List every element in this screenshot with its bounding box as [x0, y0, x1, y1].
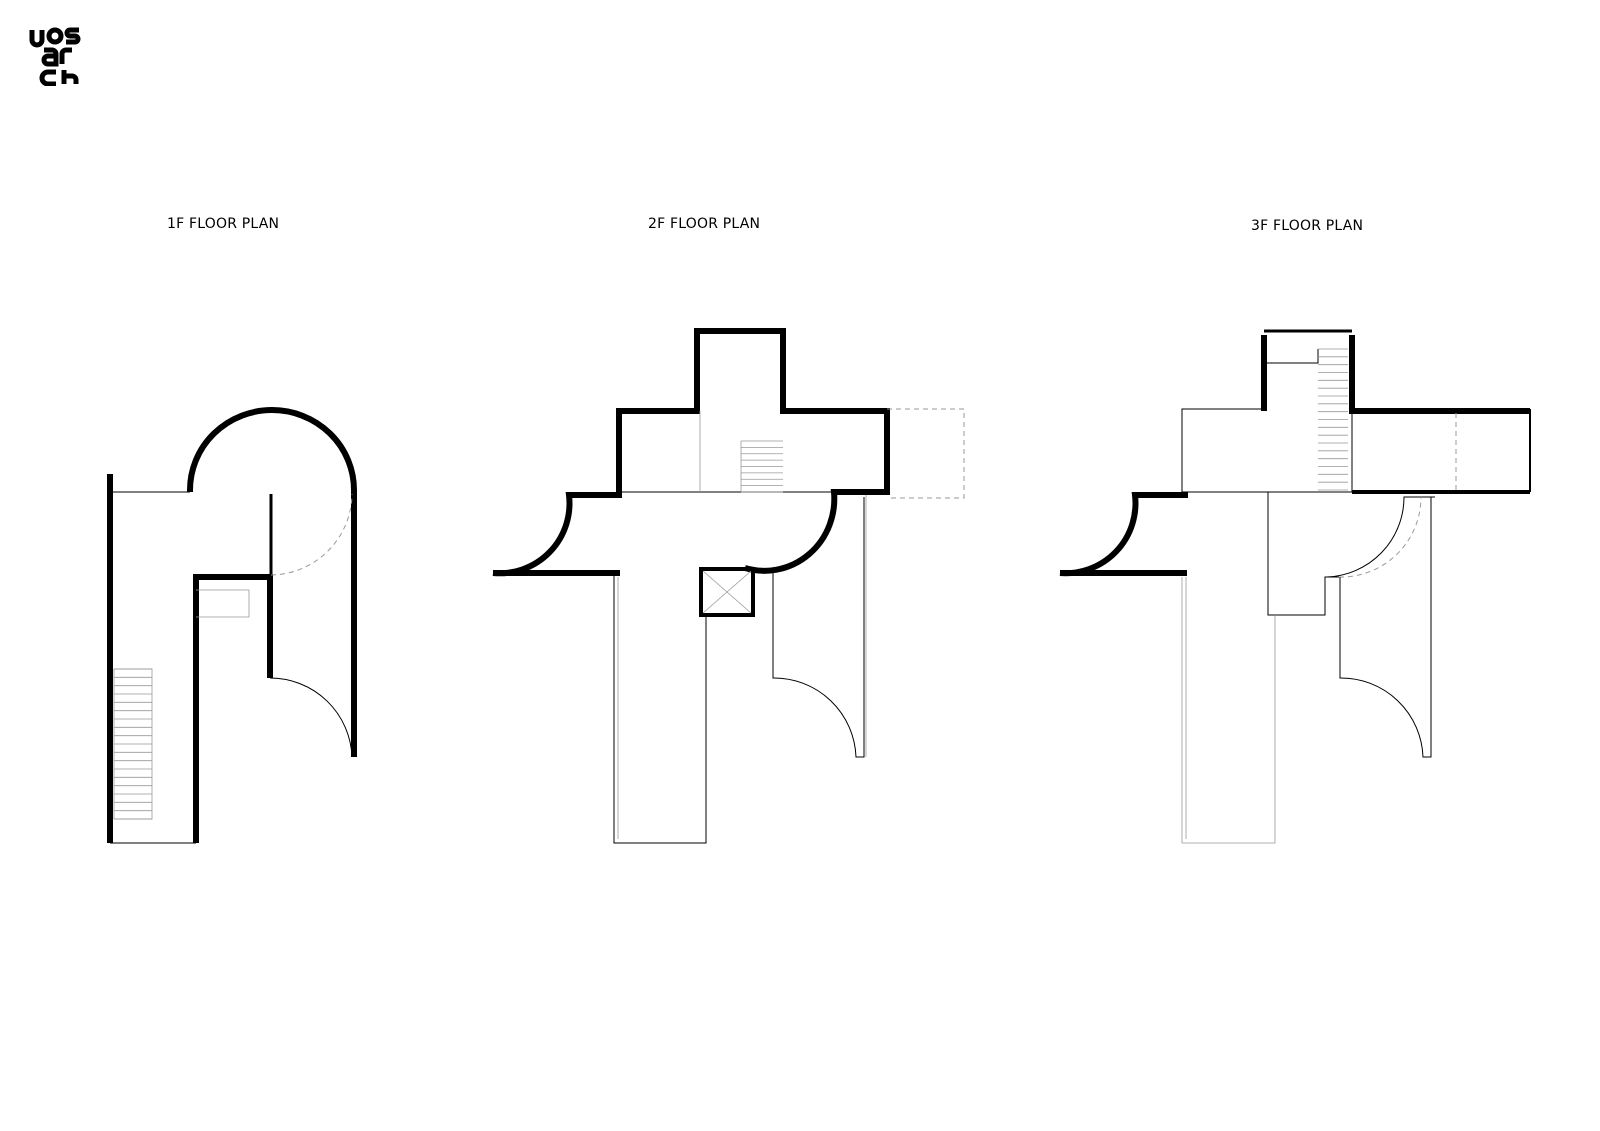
floor-plan-2f — [492, 328, 965, 844]
floor-plan-3f — [1059, 329, 1531, 844]
floor-plan-1f — [107, 407, 357, 844]
plan-title-2f: 2F FLOOR PLAN — [648, 216, 761, 232]
uos-arch-logo — [29, 27, 81, 86]
plan-title-1f: 1F FLOOR PLAN — [167, 216, 280, 232]
plan-title-3f: 3F FLOOR PLAN — [1251, 218, 1364, 234]
